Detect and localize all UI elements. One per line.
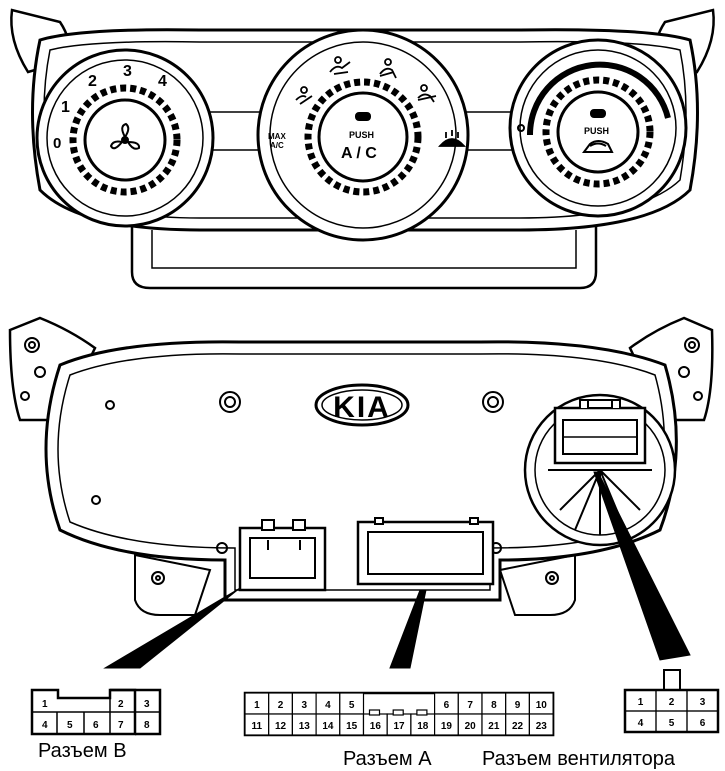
fan-speed-0: 0	[53, 135, 61, 152]
pin-b-5: 5	[67, 720, 73, 731]
front-panel	[10, 8, 715, 290]
pin-fan-6: 6	[700, 718, 706, 729]
connector-fan-pinout: 1 2 3 4 5 6	[623, 669, 720, 734]
connector-b-pin-labels: 1 2 3 4 5 6 7 8	[42, 699, 150, 731]
max-label: MAX	[268, 132, 286, 141]
pin-b-4: 4	[42, 720, 48, 731]
pin-a-8: 8	[491, 700, 497, 711]
kia-logo-text: KIA	[333, 391, 391, 424]
pin-b-8: 8	[144, 720, 150, 731]
vent-floor-icon	[379, 58, 397, 79]
fan-icon	[109, 122, 141, 150]
fan-connector-housing	[523, 393, 677, 547]
vent-floor-defrost-icon	[417, 84, 437, 103]
connector-a-housing	[356, 517, 495, 586]
pin-fan-2: 2	[669, 697, 675, 708]
pointer-b	[103, 587, 241, 669]
mode-push-label: PUSH	[349, 130, 374, 140]
pin-a-18: 18	[417, 721, 429, 732]
connector-fan-label: Разъем вентилятора	[482, 748, 675, 770]
vent-bilevel-icon	[329, 56, 351, 75]
max-ac-label: A/C	[270, 141, 284, 150]
connector-b-housing	[238, 519, 327, 592]
recirculation-icon	[582, 140, 614, 153]
pin-a-7: 7	[467, 700, 473, 711]
pin-a-15: 15	[346, 721, 358, 732]
pin-a-5: 5	[349, 700, 355, 711]
connector-b-label: Разъем B	[38, 740, 127, 762]
connector-a-bottom-cell	[528, 713, 554, 736]
pin-a-21: 21	[488, 721, 500, 732]
kia-logo	[314, 383, 410, 427]
pin-fan-5: 5	[669, 718, 675, 729]
pin-a-3: 3	[301, 700, 307, 711]
pin-a-13: 13	[299, 721, 311, 732]
pin-b-1: 1	[42, 699, 48, 710]
pin-a-11: 11	[252, 721, 263, 732]
pin-b-6: 6	[93, 720, 99, 731]
fan-speed-scale: 0 1 2 3 4	[53, 63, 167, 152]
pin-a-12: 12	[275, 721, 287, 732]
fan-speed-1: 1	[61, 99, 70, 116]
pin-a-10: 10	[536, 700, 548, 711]
pin-fan-4: 4	[638, 718, 644, 729]
temp-push-label: PUSH	[584, 126, 609, 136]
pin-a-23: 23	[536, 721, 548, 732]
fan-speed-2: 2	[88, 73, 97, 90]
pin-a-1: 1	[254, 700, 260, 711]
connector-a-latch	[392, 709, 404, 716]
mode-knob[interactable]	[256, 28, 470, 242]
pin-fan-3: 3	[700, 697, 706, 708]
vent-face-icon	[295, 86, 313, 105]
fan-speed-knob[interactable]	[35, 48, 215, 228]
rear-panel	[8, 316, 714, 616]
fan-connector-latch	[663, 669, 681, 691]
mode-knob-labels: MAX A/C PUSH A / C PUSH	[268, 126, 609, 162]
pin-a-9: 9	[515, 700, 521, 711]
pointer-a	[389, 589, 427, 669]
pin-fan-1: 1	[638, 697, 644, 708]
mode-icons	[295, 56, 466, 147]
fan-speed-3: 3	[123, 63, 132, 80]
connector-a-latch	[368, 709, 381, 716]
connector-a-label: Разъем A	[343, 748, 432, 770]
pin-a-16: 16	[370, 721, 382, 732]
ac-label: A / C	[341, 145, 377, 162]
temperature-knob[interactable]	[508, 38, 688, 218]
pin-a-6: 6	[444, 700, 450, 711]
pin-a-19: 19	[441, 721, 453, 732]
pin-b-7: 7	[118, 720, 124, 731]
pin-a-17: 17	[393, 721, 405, 732]
pin-a-14: 14	[322, 721, 334, 732]
pin-b-2: 2	[118, 699, 124, 710]
fan-connector-cell	[686, 710, 719, 733]
leader-pointers	[103, 471, 691, 669]
pin-a-4: 4	[325, 700, 331, 711]
pin-b-3: 3	[144, 699, 150, 710]
fan-speed-4: 4	[158, 73, 167, 90]
defrost-icon	[438, 130, 466, 147]
pin-a-2: 2	[278, 700, 284, 711]
connector-a-latch	[416, 709, 428, 716]
pin-a-20: 20	[465, 721, 477, 732]
pin-a-22: 22	[512, 721, 524, 732]
pointer-fan	[593, 471, 691, 661]
